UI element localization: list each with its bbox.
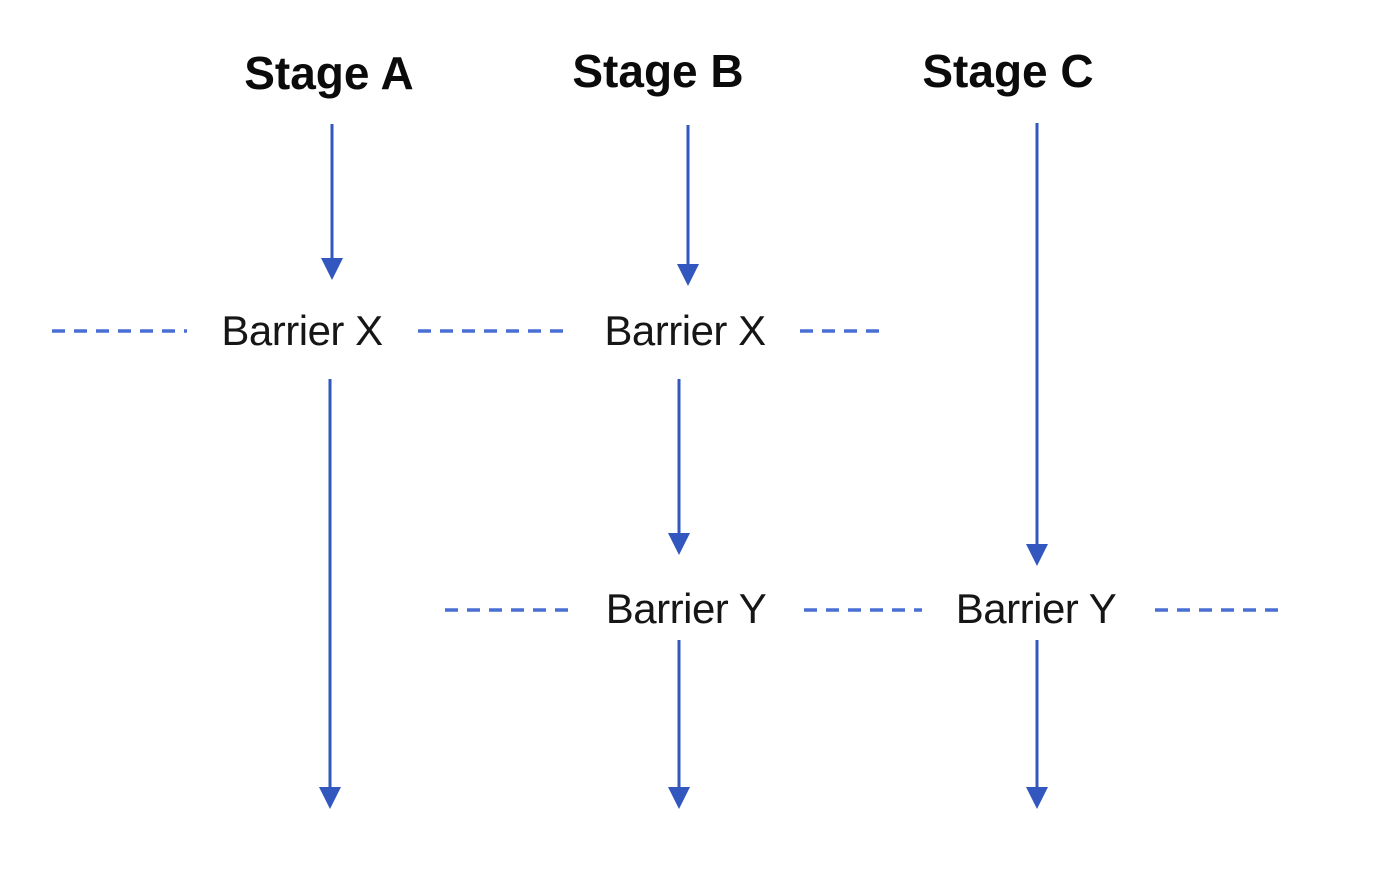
stage-b-heading: Stage B — [572, 45, 744, 97]
stage-a-heading: Stage A — [244, 47, 414, 99]
barrier-y-label-stage-b: Barrier Y — [599, 588, 773, 630]
stage-b-arrowhead-middle — [668, 533, 690, 555]
stage-c-heading: Stage C — [922, 45, 1094, 97]
stage-b-arrowhead-bottom — [668, 787, 690, 809]
stage-b-arrowhead-top — [677, 264, 699, 286]
stage-a-arrowhead-bottom — [319, 787, 341, 809]
barrier-x-label-stage-a: Barrier X — [215, 310, 389, 352]
barrier-x-label-stage-b: Barrier X — [598, 310, 772, 352]
stage-c-arrowhead-middle — [1026, 544, 1048, 566]
stage-a-arrowhead-top — [321, 258, 343, 280]
stage-c-arrowhead-bottom — [1026, 787, 1048, 809]
barrier-y-label-stage-c: Barrier Y — [949, 588, 1123, 630]
